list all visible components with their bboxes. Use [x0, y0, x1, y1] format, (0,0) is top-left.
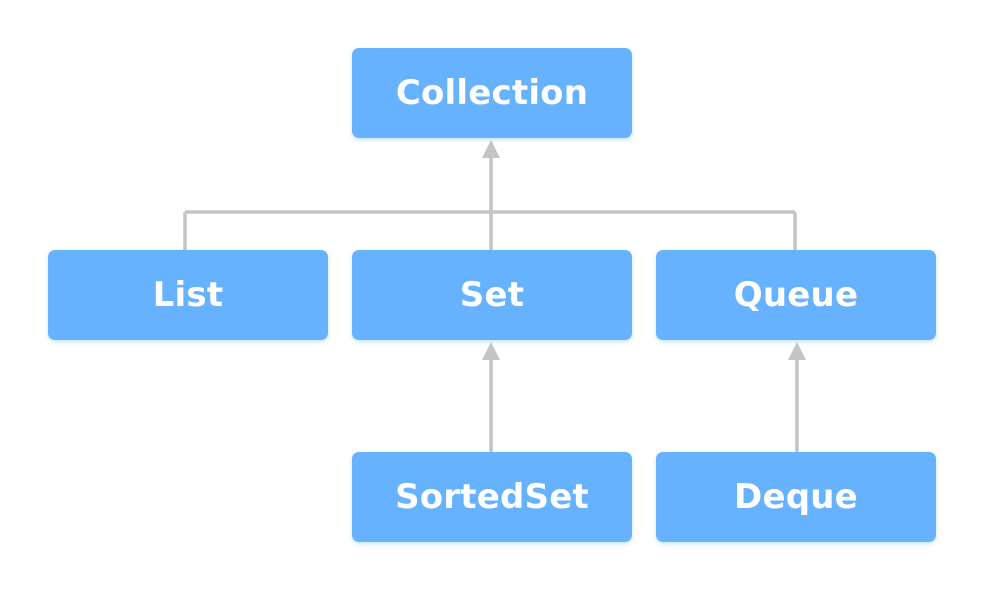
arrowhead-collection [482, 140, 500, 158]
node-label-sortedset: SortedSet [395, 477, 589, 517]
node-queue: Queue [656, 250, 936, 340]
node-sortedset: SortedSet [352, 452, 632, 542]
node-label-set: Set [459, 275, 525, 315]
node-label-collection: Collection [395, 73, 589, 113]
node-set: Set [352, 250, 632, 340]
arrowhead-set [482, 342, 500, 360]
node-label-deque: Deque [734, 477, 858, 517]
node-label-list: List [152, 275, 224, 315]
node-collection: Collection [352, 48, 632, 138]
node-deque: Deque [656, 452, 936, 542]
arrowhead-queue [788, 342, 806, 360]
node-label-queue: Queue [733, 275, 859, 315]
node-list: List [48, 250, 328, 340]
